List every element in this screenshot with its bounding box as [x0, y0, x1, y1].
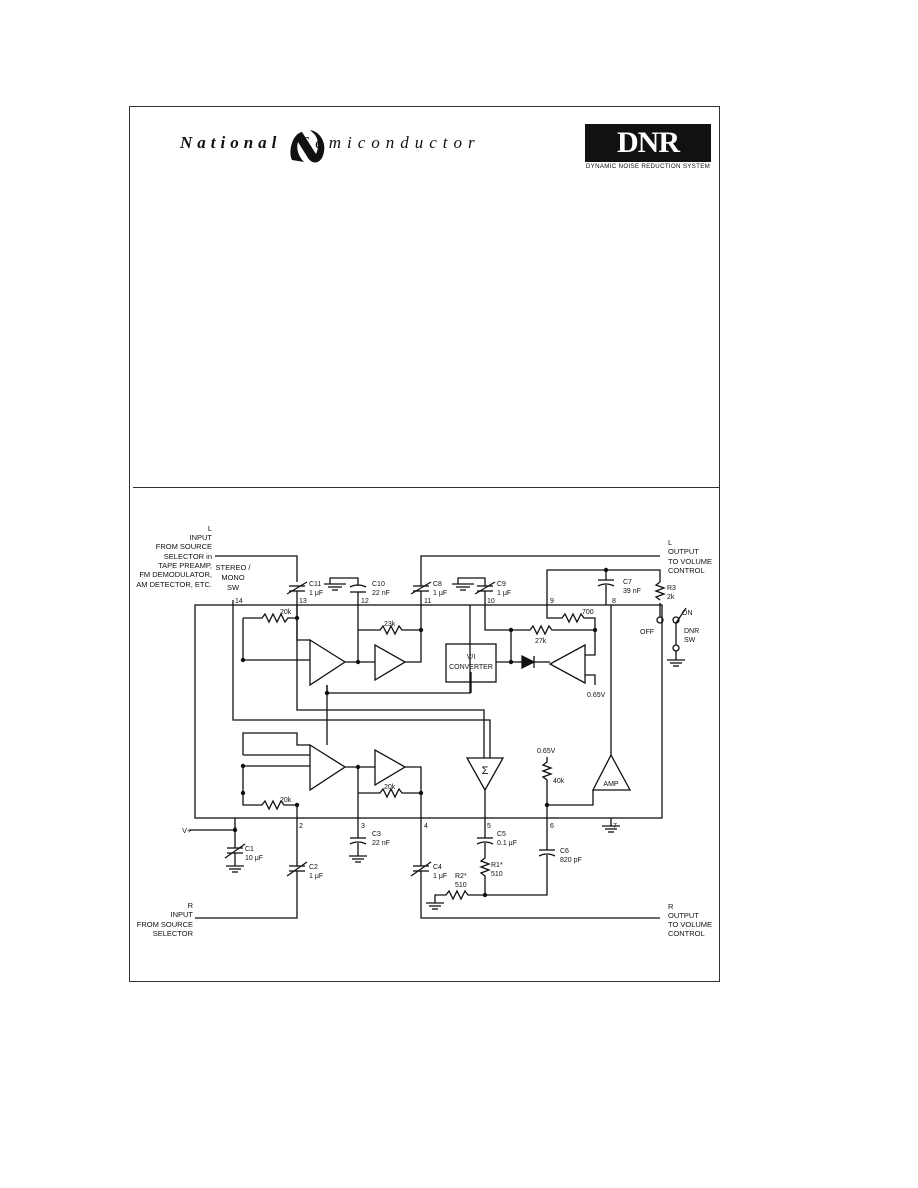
- c4-name: C4: [433, 864, 442, 871]
- c2-value: 1 μF: [309, 873, 323, 880]
- switch-on-label: ON: [682, 610, 693, 617]
- c11-name: C11: [309, 581, 321, 588]
- r3-value: 2k: [667, 594, 675, 601]
- pin-2: 2: [299, 823, 303, 830]
- r3-name: R3: [667, 585, 676, 592]
- pin-8: 8: [612, 598, 616, 605]
- r2-value: 510: [455, 882, 467, 889]
- r2-name: R2*: [455, 873, 467, 880]
- l-input-label-4: TAPE PREAMP,: [158, 561, 212, 570]
- c1-value: 10 μF: [245, 855, 263, 862]
- l-input-label-6: AM DETECTOR, ETC.: [136, 580, 212, 589]
- l-output-label-0: L: [668, 538, 672, 547]
- c2-name: C2: [309, 864, 318, 871]
- c3-name: C3: [372, 831, 381, 838]
- c10-value: 22 nF: [372, 590, 390, 597]
- l-input-label-0: L: [208, 524, 212, 533]
- v065-label-b: 0.65V: [537, 748, 556, 755]
- l-output-label-3: CONTROL: [668, 566, 705, 575]
- pin-12: 12: [361, 598, 369, 605]
- brand-word-semiconductor: Semiconductor: [300, 133, 481, 152]
- r-output-label-1: OUTPUT: [668, 911, 699, 920]
- r-input-label-2: FROM SOURCE: [137, 920, 193, 929]
- c7-name: C7: [623, 579, 632, 586]
- c1-name: C1: [245, 846, 254, 853]
- c5-value: 0.1 μF: [497, 840, 517, 847]
- r20k-top-label: 20k: [280, 609, 292, 616]
- pin-7: 7: [613, 823, 617, 830]
- brand-word-national: National: [180, 133, 282, 152]
- switch-sw-label: SW: [684, 637, 696, 644]
- c8-name: C8: [433, 581, 442, 588]
- ic-body: [194, 604, 663, 819]
- l-output-label-2: TO VOLUME: [668, 557, 712, 566]
- brand-name: National Semiconductor: [180, 133, 481, 153]
- c7-value: 39 nF: [623, 588, 641, 595]
- r40k-label: 40k: [553, 778, 565, 785]
- r27k-label: 27k: [535, 638, 547, 645]
- vi-converter-label-1: V/I: [467, 654, 476, 661]
- section-divider: [133, 487, 719, 488]
- l-output-label-1: OUTPUT: [668, 547, 699, 556]
- l-input-label-5: FM DEMODULATOR,: [139, 570, 212, 579]
- pin-13: 13: [299, 598, 307, 605]
- c4-value: 1 μF: [433, 873, 447, 880]
- pin-11: 11: [424, 598, 431, 605]
- amp-label: AMP: [603, 781, 619, 788]
- vi-converter-label-2: CONVERTER: [449, 664, 493, 671]
- r-output-label-2: TO VOLUME: [668, 920, 712, 929]
- c3-value: 22 nF: [372, 840, 390, 847]
- v065-label-a: 0.65V: [587, 692, 606, 699]
- pin-14: 14: [235, 598, 243, 605]
- sigma-label: Σ: [482, 765, 489, 777]
- pin-9: 9: [550, 598, 554, 605]
- logo-mark-icon: [290, 130, 325, 163]
- l-input-label-2: FROM SOURCE: [156, 542, 212, 551]
- c9-name: C9: [497, 581, 506, 588]
- stereo-mono-label-0: STEREO /: [215, 563, 251, 572]
- c10-name: C10: [372, 581, 385, 588]
- dnr-badge: DNR DYNAMIC NOISE REDUCTION SYSTEM: [585, 124, 711, 172]
- c9-value: 1 μF: [497, 590, 511, 597]
- pin-5: 5: [487, 823, 491, 830]
- pin-3: 3: [361, 823, 365, 830]
- r-output-label-0: R: [668, 902, 674, 911]
- stereo-mono-label-1: MONO: [221, 573, 244, 582]
- r-input-label-3: SELECTOR: [153, 929, 194, 938]
- pin-1: 1: [233, 823, 237, 830]
- r1-name: R1*: [491, 862, 503, 869]
- c6-name: C6: [560, 848, 569, 855]
- stereo-mono-label-2: SW: [227, 583, 240, 592]
- pin-10: 10: [487, 598, 495, 605]
- c6-value: 820 pF: [560, 857, 582, 864]
- c8-value: 1 μF: [433, 590, 447, 597]
- dnr-tagline: DYNAMIC NOISE REDUCTION SYSTEM: [585, 163, 711, 170]
- c5-name: C5: [497, 831, 506, 838]
- switch-off-label: OFF: [640, 629, 654, 636]
- r1-value: 510: [491, 871, 503, 878]
- r-output-label-3: CONTROL: [668, 929, 705, 938]
- vplus-label: V+: [182, 826, 192, 835]
- c11-value: 1 μF: [309, 590, 323, 597]
- pin-6: 6: [550, 823, 554, 830]
- l-input-label-1: INPUT: [190, 533, 213, 542]
- r700-label: 700: [582, 609, 594, 616]
- dnr-logo: DNR: [585, 124, 711, 162]
- r-input-label-1: INPUT: [171, 910, 194, 919]
- switch-dnr-label: DNR: [684, 628, 699, 635]
- l-input-label-3: SELECTOR in: [164, 552, 212, 561]
- r20k-bottom-label: 20k: [280, 797, 292, 804]
- r23k-top-label: 23k: [384, 621, 396, 628]
- r-input-label-0: R: [188, 901, 194, 910]
- page-frame: [129, 106, 720, 982]
- r20k-mid-label: 20k: [384, 784, 396, 791]
- national-semiconductor-logo: [290, 130, 325, 163]
- pin-4: 4: [424, 823, 428, 830]
